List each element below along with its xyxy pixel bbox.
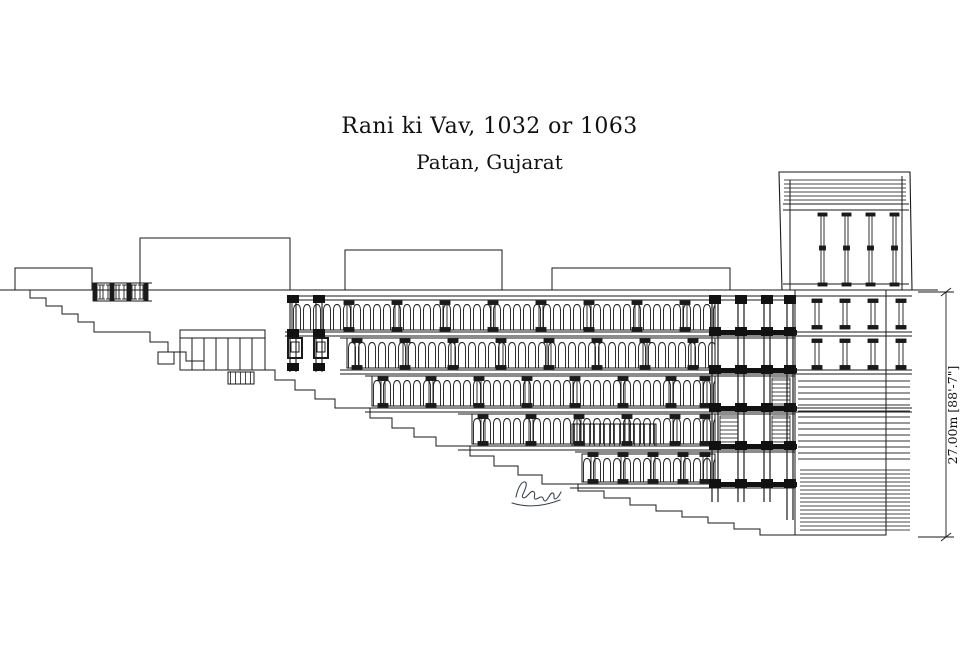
left-terrace-block <box>14 267 93 291</box>
dimension-annotation: 27.00m [88'-7"] <box>918 287 960 542</box>
well-bottom-steps-hatch <box>800 468 910 532</box>
well-shaft-bands <box>798 378 910 462</box>
pavilion-3 <box>551 267 731 291</box>
drawing-title: Rani ki Vav, 1032 or 1063 Patan, Gujarat <box>0 114 979 174</box>
tower-top-hatch <box>784 178 906 202</box>
upper-left-piers <box>287 295 329 372</box>
arcade-level-1 <box>291 299 716 331</box>
title-line-1: Rani ki Vav, 1032 or 1063 <box>341 114 638 139</box>
signature <box>511 481 562 507</box>
title-line-2: Patan, Gujarat <box>416 150 563 174</box>
arcade-level-5 <box>581 453 716 483</box>
well-gallery-columns <box>811 298 907 370</box>
framed-niche <box>287 337 303 359</box>
pavilion-1 <box>139 237 291 291</box>
well-tower <box>778 171 913 535</box>
above-ground-pavilions <box>14 237 731 291</box>
tower-balusters <box>817 212 900 287</box>
beam-blocks <box>709 295 797 488</box>
dimension-label: 27.00m [88'-7"] <box>945 366 960 465</box>
framed-niche <box>313 337 329 359</box>
pier-hatch-panels <box>719 377 791 443</box>
excavation-step-profile <box>29 290 887 536</box>
landing-pavilion <box>157 329 266 385</box>
left-balustrade <box>92 282 152 302</box>
dark-pier-columns <box>709 295 797 520</box>
stair-balustrade-hatch <box>571 423 657 447</box>
arcade-level-2 <box>346 337 716 369</box>
arcade-level-3 <box>371 375 716 407</box>
pavilion-2 <box>344 249 503 291</box>
